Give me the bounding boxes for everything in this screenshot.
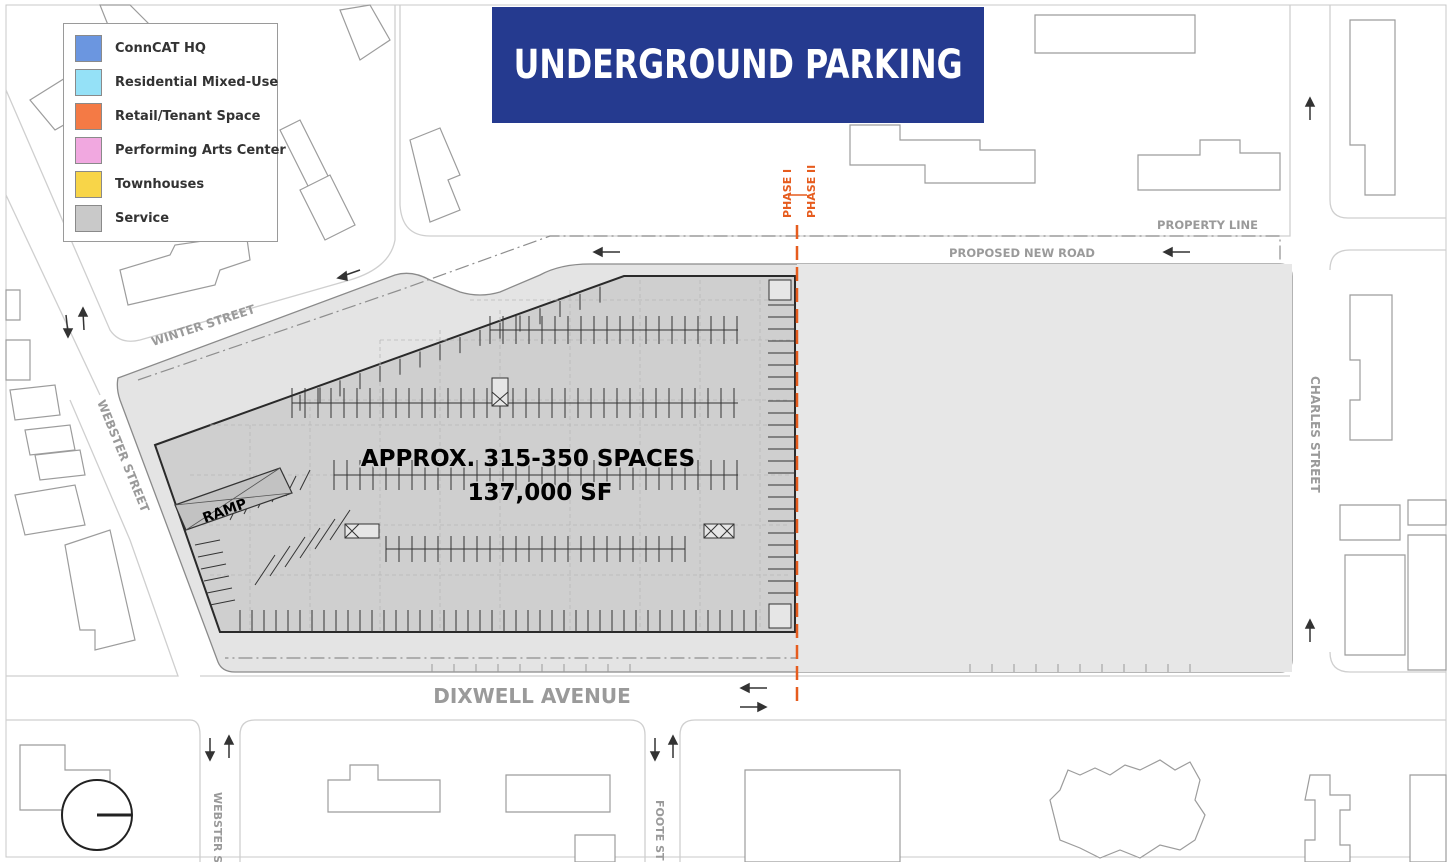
stall-line bbox=[203, 575, 230, 582]
circulation-cores bbox=[344, 279, 792, 629]
phase-2-label: PHASE II bbox=[805, 165, 818, 218]
charles-street-label: CHARLES STREET bbox=[1308, 376, 1322, 494]
stall-line bbox=[299, 527, 321, 559]
stall-line bbox=[254, 554, 276, 586]
legend-swatch bbox=[75, 102, 102, 130]
stall-line bbox=[209, 599, 236, 606]
round-building bbox=[61, 779, 133, 851]
parking-garage-footprint bbox=[153, 275, 796, 633]
street-curbs bbox=[5, 5, 1446, 862]
page-title: UNDERGROUND PARKING bbox=[513, 42, 963, 88]
legend-label: Service bbox=[115, 210, 170, 226]
property-line-label: PROPERTY LINE bbox=[1157, 218, 1258, 232]
phase-1-label: PHASE I bbox=[781, 169, 794, 218]
stall-line bbox=[314, 518, 336, 550]
legend-swatch bbox=[75, 136, 102, 164]
legend-swatch bbox=[75, 34, 102, 62]
legend-item-townhouses: Townhouses bbox=[75, 170, 204, 198]
legend-swatch bbox=[75, 204, 102, 232]
legend-item-performing-arts: Performing Arts Center bbox=[75, 136, 286, 164]
stall-line bbox=[206, 587, 233, 594]
stall-line bbox=[269, 545, 291, 577]
legend-swatch bbox=[75, 170, 102, 198]
traffic-direction-arrows bbox=[62, 96, 1316, 762]
stall-line bbox=[284, 536, 306, 568]
parking-area-label: 137,000 SF bbox=[467, 480, 612, 506]
legend-label: Residential Mixed-Use bbox=[115, 74, 279, 90]
legend-item-residential: Residential Mixed-Use bbox=[75, 68, 278, 96]
proposed-new-road-label: PROPOSED NEW ROAD bbox=[949, 246, 1095, 260]
stall-line bbox=[299, 469, 311, 491]
legend-item-conncat-hq: ConnCAT HQ bbox=[75, 34, 206, 62]
phase-two-area bbox=[797, 264, 1292, 672]
legend-swatch bbox=[75, 68, 102, 96]
dixwell-avenue-label: DIXWELL AVENUE bbox=[433, 684, 631, 708]
title-banner: UNDERGROUND PARKING bbox=[492, 7, 984, 123]
legend-label: ConnCAT HQ bbox=[115, 40, 206, 56]
stall-line bbox=[197, 551, 224, 558]
stall-line bbox=[329, 509, 351, 541]
legend-item-retail: Retail/Tenant Space bbox=[75, 102, 260, 130]
structural-grid bbox=[190, 280, 790, 630]
legend-label: Townhouses bbox=[115, 176, 205, 192]
parking-stalls bbox=[194, 286, 795, 632]
stall-line bbox=[200, 563, 227, 570]
legend-label: Performing Arts Center bbox=[115, 142, 286, 158]
legend-item-service: Service bbox=[75, 204, 169, 232]
building-footprints bbox=[5, 4, 1447, 862]
webster-street-bottom-label: WEBSTER ST bbox=[211, 792, 224, 862]
parking-capacity-label: APPROX. 315-350 SPACES bbox=[361, 446, 695, 472]
legend-label: Retail/Tenant Space bbox=[115, 108, 261, 124]
map-legend: ConnCAT HQ Residential Mixed-Use Retail/… bbox=[63, 23, 286, 242]
stall-line bbox=[194, 539, 221, 546]
foote-street-label: FOOTE ST bbox=[653, 800, 666, 861]
curbside-parking-marks bbox=[431, 664, 1191, 672]
